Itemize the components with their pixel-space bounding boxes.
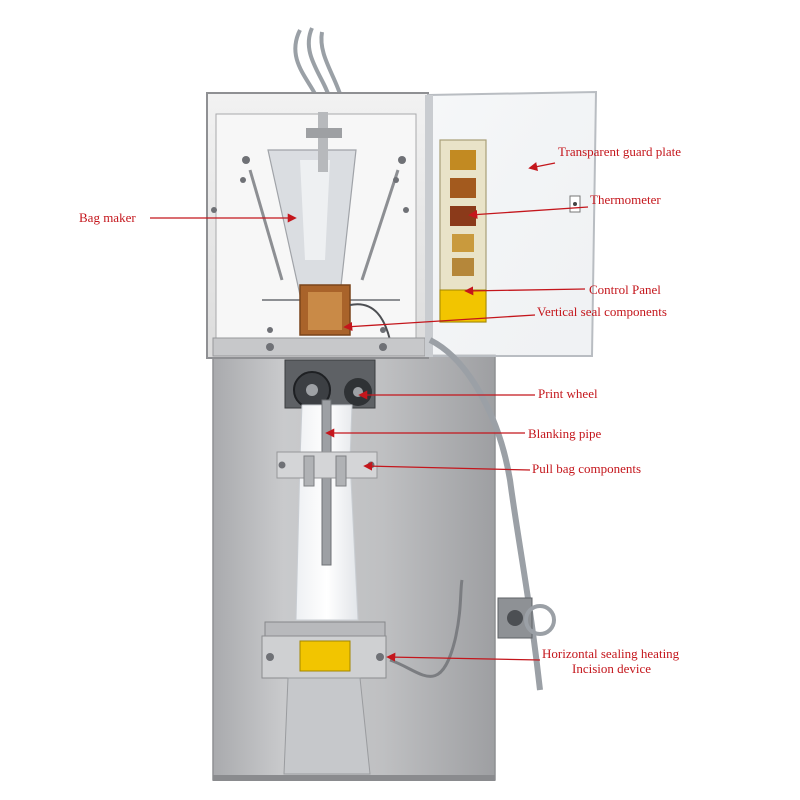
top-shaft: [318, 112, 328, 172]
cabinet-bottom-bar: [212, 337, 426, 357]
label-incision-device: Incision device: [572, 661, 652, 676]
door-handle-dot: [573, 202, 577, 206]
seal-wires: [349, 303, 391, 341]
arrow-pull-bag: [363, 461, 531, 471]
thermometer-display-1: [450, 150, 476, 170]
pull-bag-bolt-right: [367, 461, 375, 469]
top-bracket: [306, 128, 342, 138]
label-print-wheel: Print wheel: [538, 386, 598, 401]
print-wheel-hub: [306, 384, 318, 396]
bar-bolt-left: [266, 343, 274, 351]
pull-bag-clamp-1: [303, 455, 315, 487]
vertical-seal-plate: [308, 292, 342, 330]
cabinet-bolts: [211, 156, 409, 333]
label-thermometer: Thermometer: [590, 192, 661, 207]
arrow-horizontal-seal: [386, 652, 541, 662]
label-pull-bag-components: Pull bag components: [532, 461, 642, 476]
output-film: [283, 677, 371, 775]
arrow-thermometer: [468, 206, 589, 220]
top-hoses: [293, 27, 344, 101]
blanking-pipe: [321, 399, 332, 566]
door-hinge-strip: [425, 95, 433, 357]
thermometer-display-2: [450, 178, 476, 198]
side-valve-ring: [524, 604, 556, 636]
arrow-transparent-guard-plate: [528, 162, 556, 172]
control-switch-2: [452, 258, 474, 276]
side-valve-knob: [507, 610, 523, 626]
pull-bag-bolt-left: [278, 461, 286, 469]
pull-bag-bar: [276, 451, 378, 479]
label-control-panel: Control Panel: [589, 282, 661, 297]
control-panel-yellow-label: [439, 289, 487, 323]
label-horizontal-sealing-heating: Horizontal sealing heating: [542, 646, 680, 661]
control-switch-1: [452, 234, 474, 252]
seal-bolt-right: [376, 653, 384, 661]
label-transparent-guard-plate: Transparent guard plate: [558, 144, 681, 159]
seal-bolt-left: [266, 653, 274, 661]
machine-base: [213, 775, 495, 781]
horizontal-seal-yellow-label: [299, 640, 351, 672]
bar-bolt-right: [379, 343, 387, 351]
arrow-vertical-seal: [343, 314, 536, 332]
heater-cable: [389, 579, 464, 678]
pull-bag-clamp-2: [335, 455, 347, 487]
thermometer-display-3: [450, 206, 476, 226]
callout-arrows: [150, 162, 589, 662]
label-bag-maker: Bag maker: [79, 210, 136, 225]
bag-former-highlight: [300, 160, 330, 260]
arrow-control-panel: [464, 286, 586, 296]
label-vertical-seal-components: Vertical seal components: [537, 304, 667, 319]
label-blanking-pipe: Blanking pipe: [528, 426, 602, 441]
